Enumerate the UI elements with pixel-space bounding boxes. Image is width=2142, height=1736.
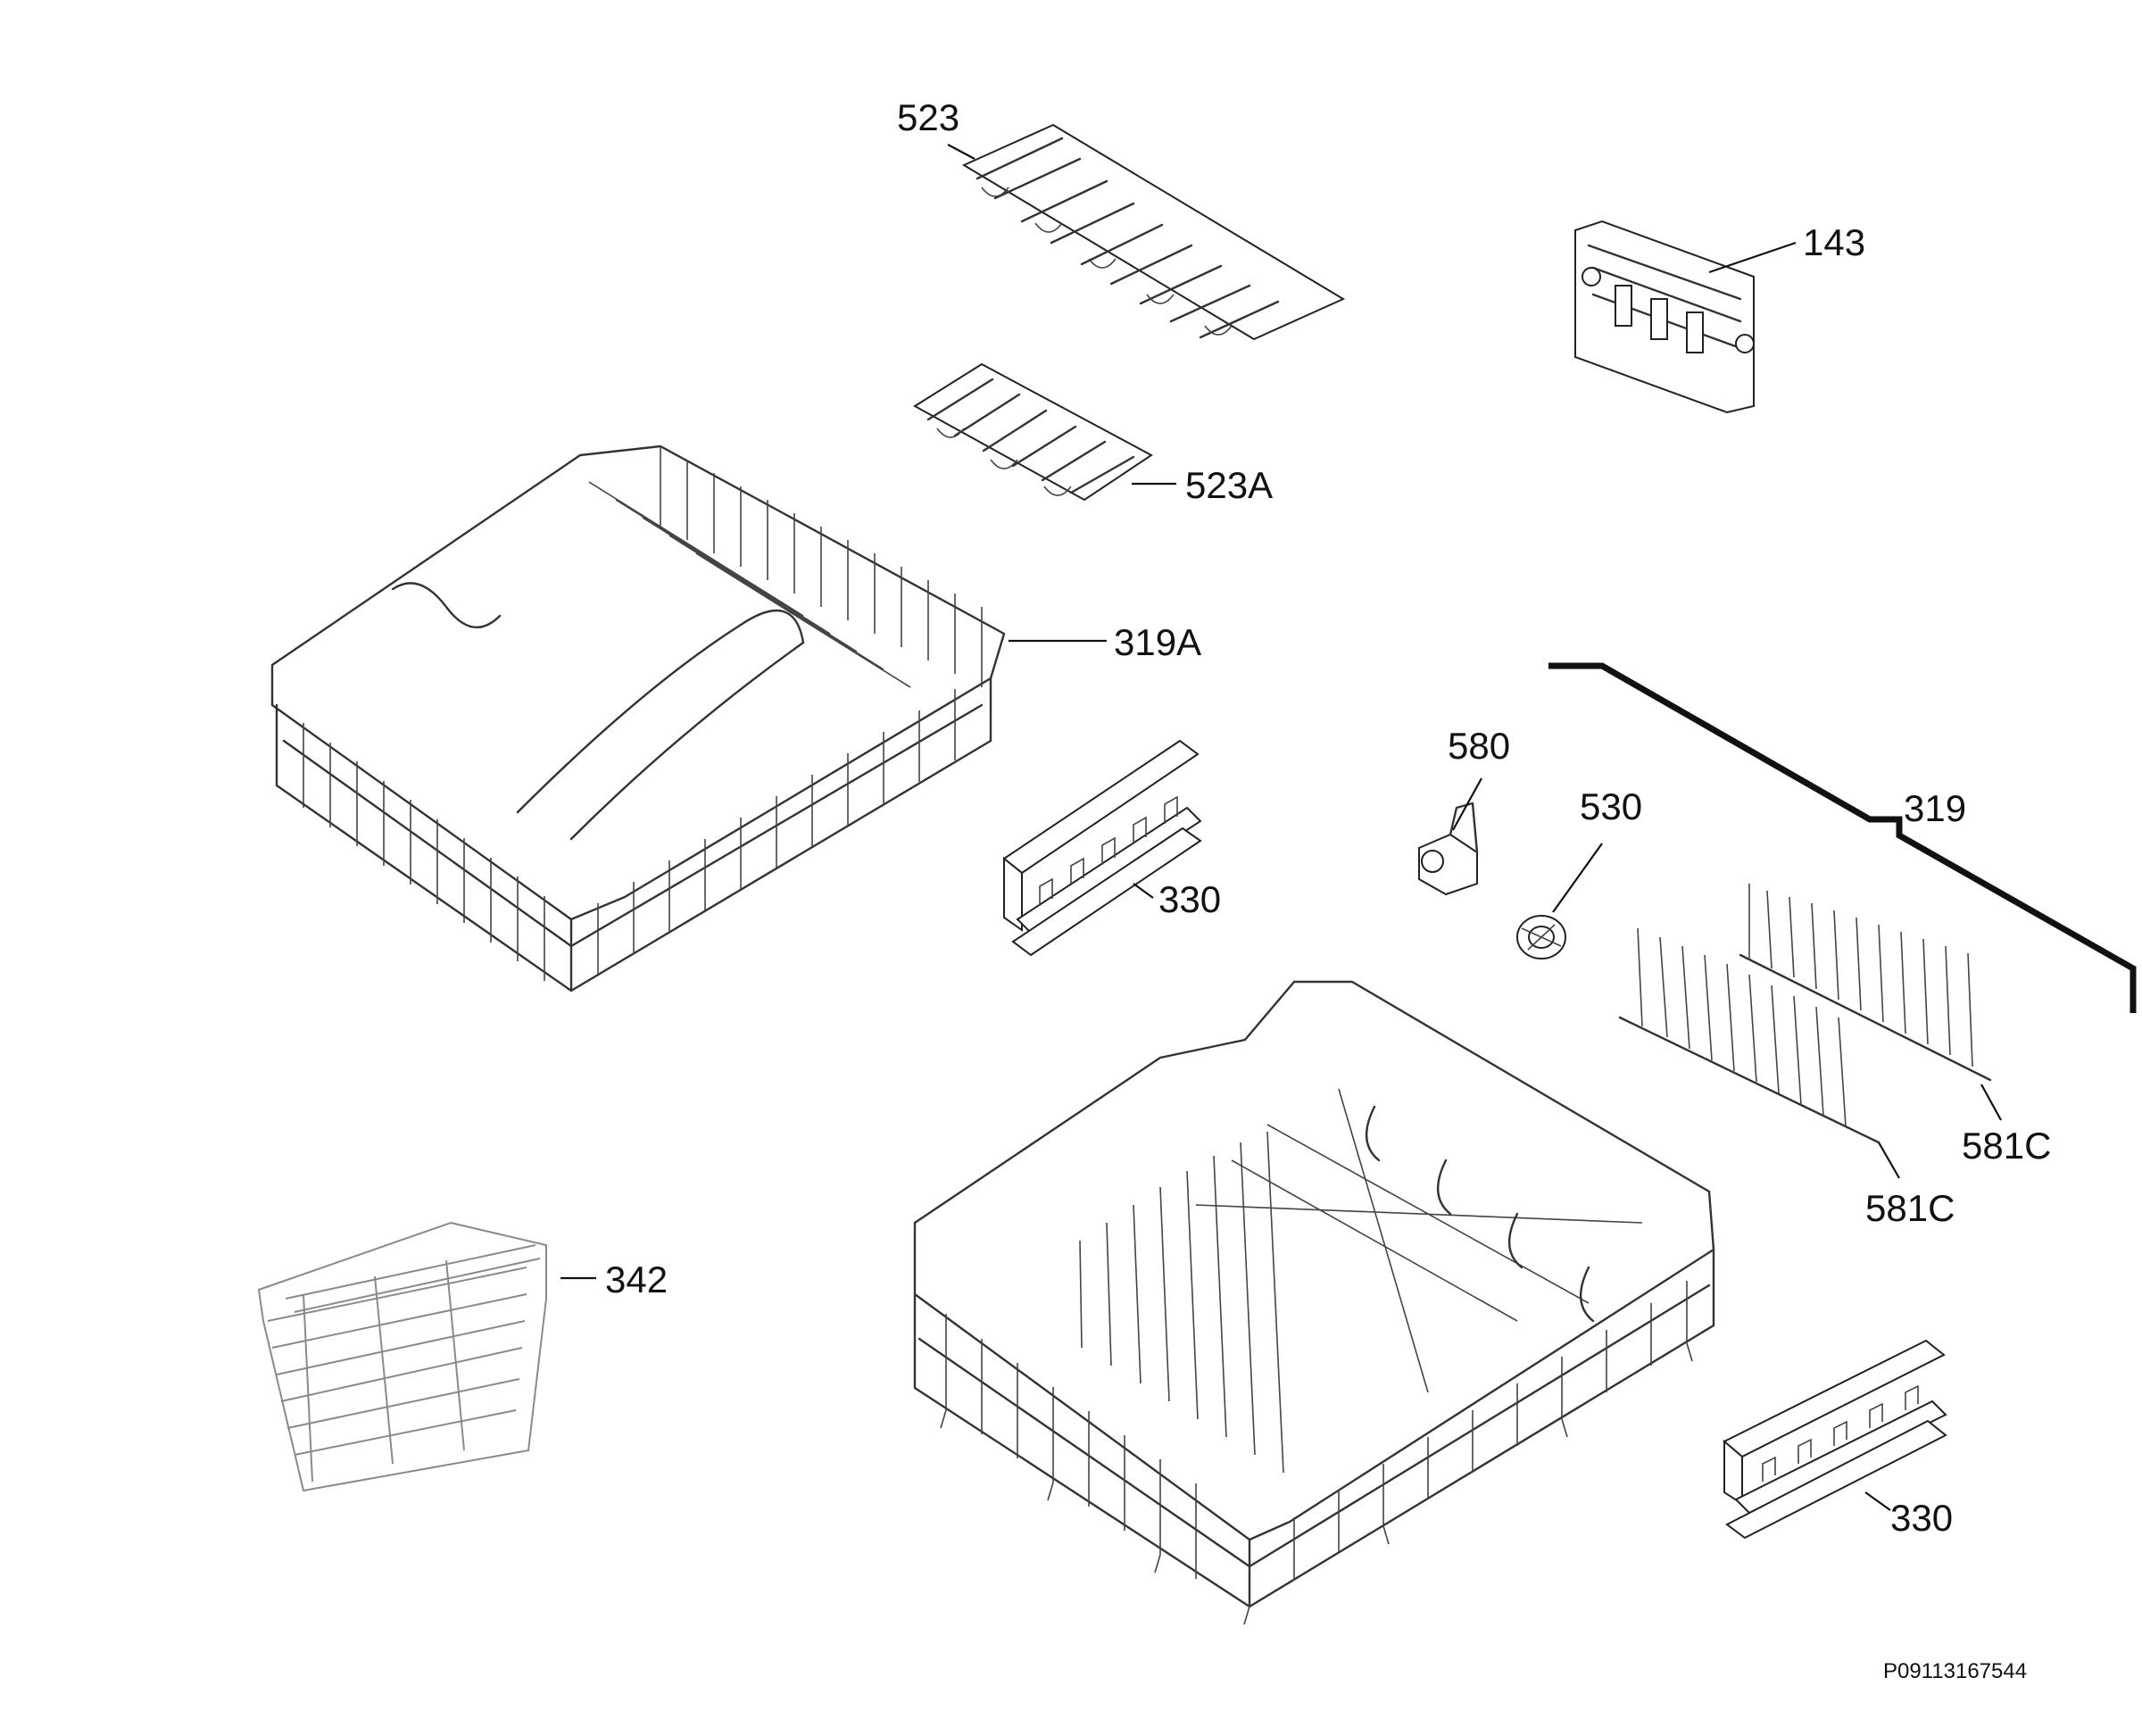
label-581c-left: 581C bbox=[1865, 1187, 1955, 1229]
leader-581c-right bbox=[1980, 1084, 2002, 1121]
label-319: 319 bbox=[1904, 787, 1966, 829]
label-330-lower: 330 bbox=[1890, 1497, 1953, 1539]
part-530-wheel bbox=[1516, 915, 1566, 959]
label-530: 530 bbox=[1580, 785, 1642, 827]
part-330-lower-clip-strip bbox=[1723, 1339, 1947, 1540]
part-581c-tine-rack-left bbox=[1618, 927, 1880, 1144]
part-523-tine-rail bbox=[961, 123, 1346, 341]
part-330-upper-clip-strip bbox=[1002, 739, 1202, 957]
label-330-upper: 330 bbox=[1158, 878, 1221, 920]
label-523a: 523A bbox=[1185, 464, 1273, 506]
label-523: 523 bbox=[897, 96, 959, 138]
label-319a: 319A bbox=[1114, 621, 1201, 663]
label-581c-right: 581C bbox=[1962, 1125, 2051, 1167]
leader-143 bbox=[1708, 241, 1797, 274]
part-523a-tine-rail bbox=[913, 362, 1153, 502]
leader-523 bbox=[947, 144, 976, 160]
leader-580 bbox=[1452, 777, 1482, 831]
leader-330-upper bbox=[1133, 883, 1154, 899]
part-342-cutlery-basket bbox=[257, 1221, 547, 1492]
label-580: 580 bbox=[1448, 725, 1510, 767]
label-342: 342 bbox=[605, 1258, 668, 1300]
part-319-rail-line bbox=[1548, 662, 2137, 1013]
leader-530 bbox=[1552, 843, 1603, 913]
leader-581c-left bbox=[1878, 1142, 1900, 1179]
label-143: 143 bbox=[1803, 221, 1865, 263]
part-581c-tine-rack-right bbox=[1739, 884, 1992, 1082]
leader-330-lower bbox=[1864, 1491, 1891, 1511]
part-143-holder bbox=[1574, 220, 1755, 414]
document-code: P09113167544 bbox=[1883, 1659, 2027, 1683]
part-580-bracket bbox=[1418, 802, 1479, 896]
part-319a-upper-basket bbox=[270, 444, 1006, 993]
lower-basket bbox=[913, 980, 1715, 1625]
